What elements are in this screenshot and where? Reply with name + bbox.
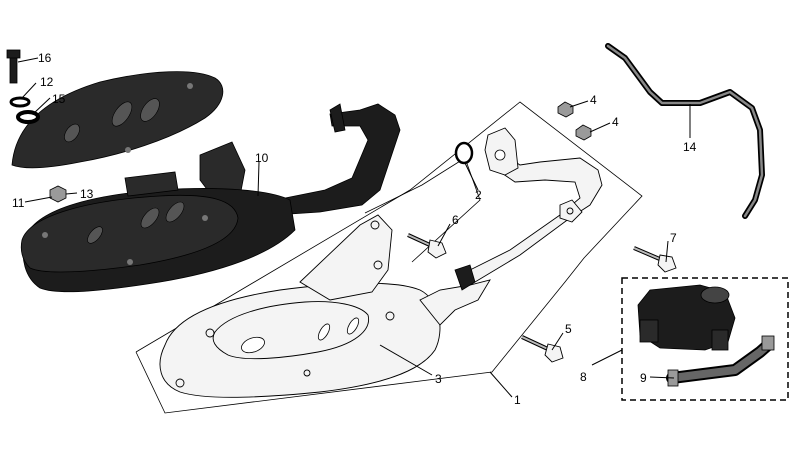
bolt-16	[9, 54, 18, 84]
callout-14: 14	[683, 140, 697, 154]
bolt-5	[521, 335, 564, 363]
exhaust-line-drawing	[159, 127, 603, 398]
callout-15: 15	[52, 92, 66, 106]
callout-1: 1	[514, 393, 521, 407]
nut-4-upper	[557, 101, 574, 118]
callout-5: 5	[565, 322, 572, 336]
callout-4-lower: 4	[612, 115, 619, 129]
header-pipe-line	[469, 151, 603, 286]
leader-lines	[17, 57, 691, 398]
muffler-heat-shield	[20, 195, 239, 273]
bolt-6	[407, 233, 447, 259]
callout-4-upper: 4	[590, 93, 597, 107]
callout-12: 12	[40, 75, 54, 89]
bracket-plate	[299, 214, 393, 301]
callout-7: 7	[670, 231, 677, 245]
callout-16: 16	[38, 51, 52, 65]
gasket-2	[454, 141, 474, 165]
callout-13: 13	[80, 187, 94, 201]
secondary-air-kit-box	[621, 277, 789, 401]
callout-2: 2	[475, 188, 482, 202]
washer-15	[16, 110, 40, 124]
hose-14	[605, 43, 765, 219]
header-pipe	[284, 103, 401, 215]
callout-9: 9	[640, 371, 647, 385]
bolt-7	[633, 246, 677, 273]
washer-12	[9, 96, 31, 108]
callout-11: 11	[12, 196, 25, 210]
muffler-assembly-photo	[11, 71, 401, 293]
bolt-washer-stack	[6, 49, 40, 124]
assembly-boundary	[135, 101, 643, 414]
callout-6: 6	[452, 213, 459, 227]
air-valve-part-8	[637, 284, 736, 351]
nut-13	[49, 185, 67, 203]
pipe-part-9	[666, 335, 775, 387]
callout-3: 3	[435, 372, 442, 386]
callout-10: 10	[255, 151, 269, 165]
nut-4-lower	[575, 124, 592, 141]
callout-8: 8	[580, 370, 587, 384]
